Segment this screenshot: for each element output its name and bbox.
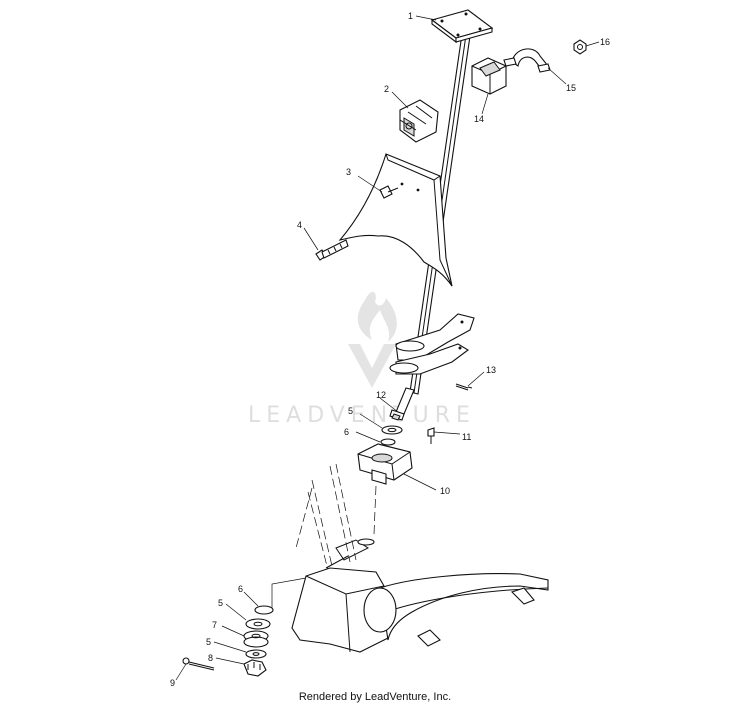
part-8-castle-nut [243, 659, 267, 677]
callout-5-lower-a: 5 [218, 598, 223, 608]
callout-6-lower: 6 [238, 584, 243, 594]
part-1-top-plate [430, 9, 494, 44]
callout-6-upper: 6 [344, 427, 349, 437]
callout-12: 12 [376, 390, 386, 400]
callout-11: 11 [462, 432, 471, 442]
part-3-screw [379, 185, 399, 199]
callout-5-lower-b: 5 [206, 637, 211, 647]
leader-lines [175, 15, 600, 681]
part-4-bolt [315, 239, 349, 261]
part-6-ring-upper [380, 438, 396, 446]
lower-support-bracket [389, 313, 475, 375]
part-6-ring-lower [254, 605, 274, 615]
hidden-support-columns [295, 463, 377, 571]
watermark-logo [348, 291, 397, 388]
part-11-screw [427, 427, 435, 444]
part-14-bushing [471, 57, 507, 95]
frame-base [291, 538, 549, 653]
part-16-nut [573, 39, 587, 55]
footer-credit: Rendered by LeadVenture, Inc. [298, 691, 452, 703]
callout-1: 1 [408, 11, 413, 21]
callout-13: 13 [486, 365, 496, 375]
watermark-text: LEADVENTURE [248, 403, 476, 428]
part-5-washer-lower-a [245, 618, 271, 630]
callout-5-upper: 5 [348, 406, 353, 416]
mounting-bracket [338, 153, 453, 287]
callout-8: 8 [208, 653, 213, 663]
part-15-clamp [503, 48, 551, 73]
callout-15: 15 [566, 83, 576, 93]
callout-16: 16 [600, 37, 610, 47]
part-10-steering-housing [357, 443, 413, 485]
part-2-rubber-block [399, 99, 439, 143]
part-13-pin [455, 383, 473, 391]
part-5-washer-lower-b [245, 649, 267, 659]
callout-3: 3 [346, 167, 351, 177]
part-7-spacer [243, 630, 269, 648]
callout-2: 2 [384, 84, 389, 94]
part-9-cotter-pin [182, 657, 215, 671]
callout-4: 4 [297, 220, 302, 230]
callout-7: 7 [212, 620, 217, 630]
callout-14: 14 [474, 114, 484, 124]
callout-9: 9 [170, 678, 175, 688]
callout-10: 10 [440, 486, 450, 496]
part-5-washer-upper [381, 425, 403, 435]
universal-joint [389, 387, 415, 421]
